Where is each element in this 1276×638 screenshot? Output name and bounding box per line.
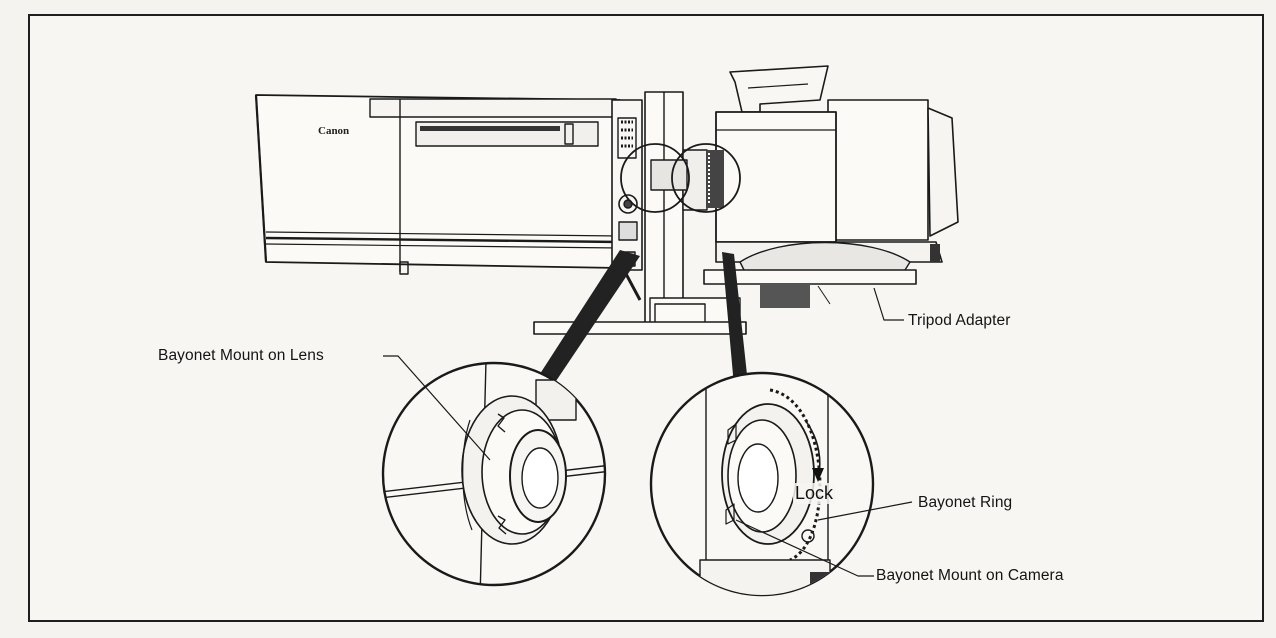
lock-label: Lock — [793, 483, 836, 504]
lens-mount-zoom-view — [381, 361, 607, 587]
camera-zoom-leader — [722, 252, 748, 386]
lens-mount-zoom-marker — [620, 143, 690, 213]
bayonet-ring-label: Bayonet Ring — [918, 494, 1013, 511]
camera-mount-zoom-view — [649, 371, 875, 597]
bayonet-mount-lens-label: Bayonet Mount on Lens — [158, 347, 324, 364]
label-leaders — [383, 287, 913, 577]
camera-mount-zoom-marker — [671, 143, 741, 213]
adapter-plates — [533, 91, 747, 335]
bayonet-mount-camera-label: Bayonet Mount on Camera — [876, 567, 1064, 584]
lens-zoom-leader — [536, 250, 640, 384]
camera-body — [703, 65, 959, 308]
tripod-adapter-label: Tripod Adapter — [908, 312, 1011, 329]
lens-brand-logo: Canon — [318, 125, 350, 137]
lens-body — [254, 94, 621, 275]
